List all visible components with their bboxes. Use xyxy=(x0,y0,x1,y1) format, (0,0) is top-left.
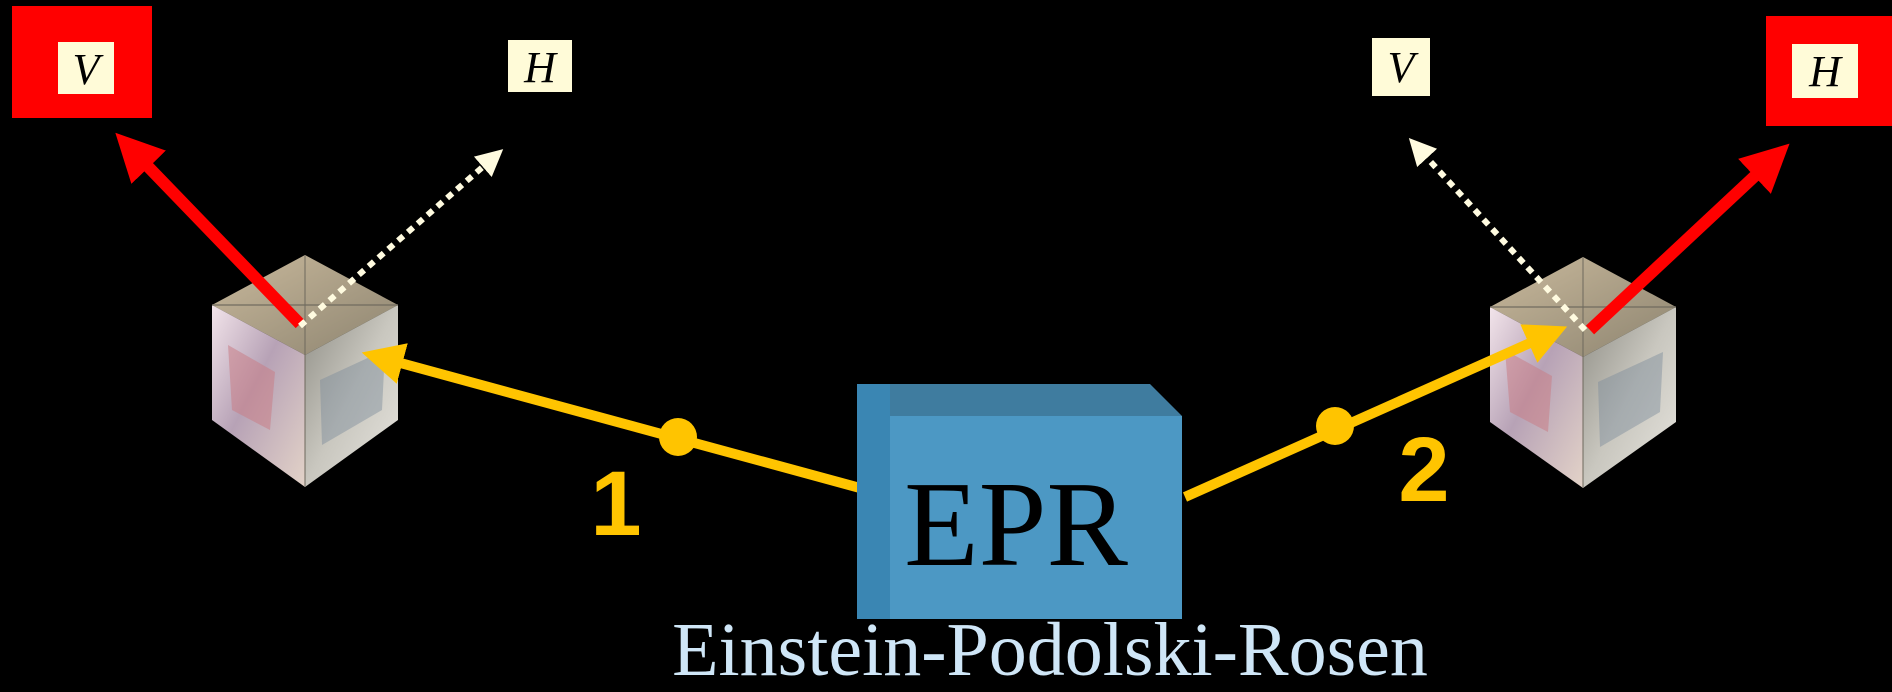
right-h-detector: H xyxy=(1766,16,1892,126)
right-h-output-beam xyxy=(1585,143,1790,335)
photon-beam-1 xyxy=(361,343,862,493)
left-h-label: H xyxy=(523,43,558,92)
left-polarizing-beam-splitter xyxy=(212,255,398,487)
left-v-label: V xyxy=(73,45,105,94)
caption: Einstein-Podolski-Rosen xyxy=(672,608,1428,692)
photon-2-dot xyxy=(1316,407,1354,445)
right-v-label-box: V xyxy=(1372,38,1430,96)
left-v-output-beam xyxy=(115,132,305,329)
left-h-output-beam xyxy=(298,149,504,329)
epr-source-label: EPR xyxy=(904,457,1128,592)
photon-2-number: 2 xyxy=(1398,419,1449,521)
photon-1-dot xyxy=(659,418,697,456)
epr-source: EPR xyxy=(857,384,1182,619)
photon-beam-2 xyxy=(1182,324,1568,502)
left-v-detector: V xyxy=(12,6,152,118)
right-h-label: H xyxy=(1808,47,1843,96)
right-v-output-beam xyxy=(1408,138,1588,333)
photon-1-number: 1 xyxy=(590,453,641,555)
right-polarizing-beam-splitter xyxy=(1490,257,1676,488)
right-v-label: V xyxy=(1388,43,1420,92)
left-h-label-box: H xyxy=(508,40,572,92)
